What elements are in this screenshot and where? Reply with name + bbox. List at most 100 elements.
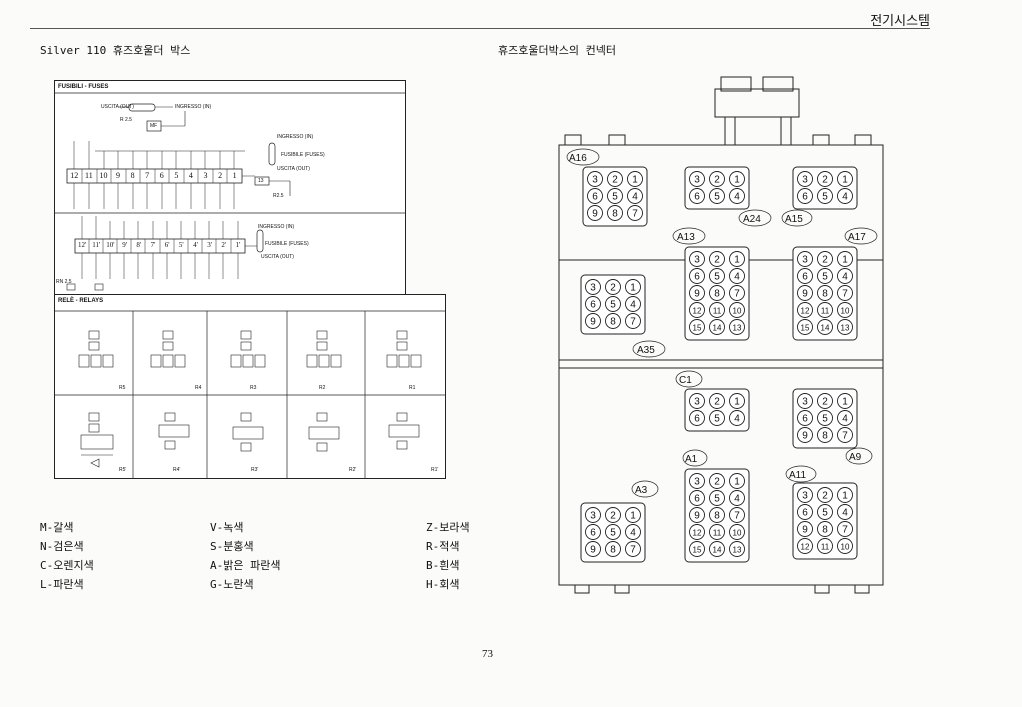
connector-pin <box>709 285 725 301</box>
fuse-box-title: Silver 110 휴즈호울더 박스 <box>40 44 191 57</box>
fuse-number: 8 <box>130 171 135 180</box>
relay-label: R2' <box>349 467 357 473</box>
fuse-number: 9' <box>122 241 127 249</box>
connector-pin-number: 11 <box>713 307 722 316</box>
connector-pin-number: 5 <box>714 192 720 203</box>
connector-pin <box>817 410 833 426</box>
connector-pin <box>625 313 641 329</box>
fuse-number: 6 <box>159 171 164 180</box>
connector-pin <box>817 268 833 284</box>
fuse-number: 4' <box>193 241 198 249</box>
fuse-number: 12' <box>77 241 87 249</box>
connector-pin <box>797 504 813 520</box>
connector-pin <box>689 507 705 523</box>
connector-housing <box>792 166 858 210</box>
color-legend-col2: V-녹색 S-분홍색 A-밝은 파란색 G-노란색 <box>210 518 280 594</box>
connector-pin-number: 14 <box>821 324 830 333</box>
legend-item: V-녹색 <box>210 521 244 534</box>
connector-pin-number: 11 <box>713 529 722 538</box>
connector-pin-number: 5 <box>822 414 828 425</box>
connector-pin <box>817 427 833 443</box>
connector-pin <box>607 171 623 187</box>
connector-pin <box>817 302 833 318</box>
connector-pin-number: 5 <box>610 300 616 311</box>
connector-pin-number: 8 <box>610 317 616 328</box>
connector-pin <box>605 296 621 312</box>
connector-label: A9 <box>849 452 862 463</box>
connector-pin <box>689 268 705 284</box>
connector-pin-number: 7 <box>630 317 636 328</box>
in-label-low: INGRESSO (IN) <box>258 224 295 230</box>
wire-label: R 2.5 <box>120 117 132 123</box>
fuse-numbers-bottom: 12' 11' 10' 9' 8' 7' 6' 5' 4' 3' 2' 1' <box>75 241 245 249</box>
connector-pin-number: 1 <box>842 175 848 186</box>
connector-pin <box>837 188 853 204</box>
relay-symbols-bottom <box>80 412 420 468</box>
connector-pin-number: 5 <box>714 414 720 425</box>
connector-pin <box>729 541 745 557</box>
connector-pin-number: 12 <box>693 307 702 316</box>
out-label-top: USCITA (OUT) <box>101 104 134 110</box>
connector-pin-number: 2 <box>714 477 720 488</box>
connector-pin <box>605 507 621 523</box>
connector-pin <box>709 302 725 318</box>
connector-pin-number: 12 <box>801 543 810 552</box>
connector-pin <box>837 319 853 335</box>
connector-pin <box>689 473 705 489</box>
connector-pin <box>817 285 833 301</box>
connector-pin <box>837 504 853 520</box>
connector-pin <box>729 268 745 284</box>
connector-pin-number: 6 <box>802 508 808 519</box>
connector-pin-number: 8 <box>822 289 828 300</box>
connector-pin-number: 5 <box>822 192 828 203</box>
connector-pin <box>709 524 725 540</box>
connector-pin <box>797 427 813 443</box>
connector-pin-number: 6 <box>802 272 808 283</box>
connector-pin <box>817 319 833 335</box>
connector-pin-number: 5 <box>822 272 828 283</box>
connector-pin <box>729 410 745 426</box>
connector-pin <box>625 541 641 557</box>
connector-pin <box>689 285 705 301</box>
connector-pin-number: 2 <box>610 511 616 522</box>
connector-pin <box>689 188 705 204</box>
connector-pin <box>625 296 641 312</box>
connector-pin <box>837 393 853 409</box>
legend-item: S-분홍색 <box>210 540 254 553</box>
connector-pin <box>587 205 603 221</box>
connector-housing <box>792 388 858 449</box>
fuse-number: 7' <box>150 241 156 249</box>
fuse-number: 2' <box>221 241 227 249</box>
connector-pin <box>817 504 833 520</box>
mf-label: MF <box>150 123 158 129</box>
connector-pin-number: 1 <box>734 255 740 266</box>
relay-panel: RELÈ - RELAYS <box>54 294 446 479</box>
connector-housing <box>580 274 646 335</box>
connector-pin-number: 10 <box>841 543 850 552</box>
connector-pin <box>709 251 725 267</box>
fuse-number: 7 <box>145 171 150 180</box>
connector-pin <box>797 302 813 318</box>
connector-pin-number: 13 <box>841 324 850 333</box>
connector-pin <box>837 251 853 267</box>
fuse-number: 12 <box>70 171 79 180</box>
connector-pin-number: 5 <box>714 272 720 283</box>
connector-pin <box>585 296 601 312</box>
connector-pin-number: 6 <box>590 528 596 539</box>
fuse-number: 5' <box>178 241 184 249</box>
connector-pin-number: 5 <box>822 508 828 519</box>
connector-pin <box>729 507 745 523</box>
legend-item: H-회색 <box>426 578 460 591</box>
fuse-row-top <box>66 141 255 209</box>
connector-pin <box>837 285 853 301</box>
connector-pin-number: 6 <box>694 272 700 283</box>
connector-pin-number: 9 <box>694 511 700 522</box>
connector-label: A17 <box>848 232 866 243</box>
connector-pin-number: 2 <box>714 255 720 266</box>
relay-label: R4 <box>195 385 202 391</box>
connector-pin <box>797 188 813 204</box>
connector-pin-number: 2 <box>610 283 616 294</box>
connector-pin <box>797 268 813 284</box>
color-legend-col1: M-갈색 N-검은색 C-오렌지색 L-파란색 <box>40 518 94 594</box>
